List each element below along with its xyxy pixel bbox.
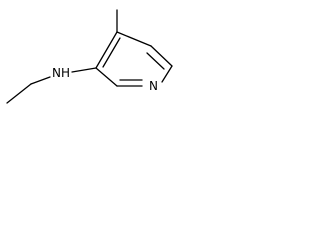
bond-ring-c4-c5 <box>116 31 152 47</box>
bond-ring-c3-c4 <box>95 31 118 69</box>
bond-c3-nh <box>71 67 97 73</box>
bond-ch2-ch3 <box>6 83 32 104</box>
ring-nitrogen-label: N <box>149 79 158 93</box>
bond-ring-inner-c5-c6 <box>146 52 165 70</box>
molecule-diagram: NH N <box>6 9 173 104</box>
bond-nh-ch2 <box>30 76 51 85</box>
bond-ring-c5-c6 <box>150 45 173 67</box>
amine-nh-label: NH <box>52 66 70 80</box>
bond-ring-inner-c3-c4 <box>102 37 121 68</box>
structure-canvas: NH N <box>0 0 186 115</box>
bond-ring-c6-n1 <box>161 65 173 83</box>
bond-ring-c2-c3 <box>95 67 118 87</box>
